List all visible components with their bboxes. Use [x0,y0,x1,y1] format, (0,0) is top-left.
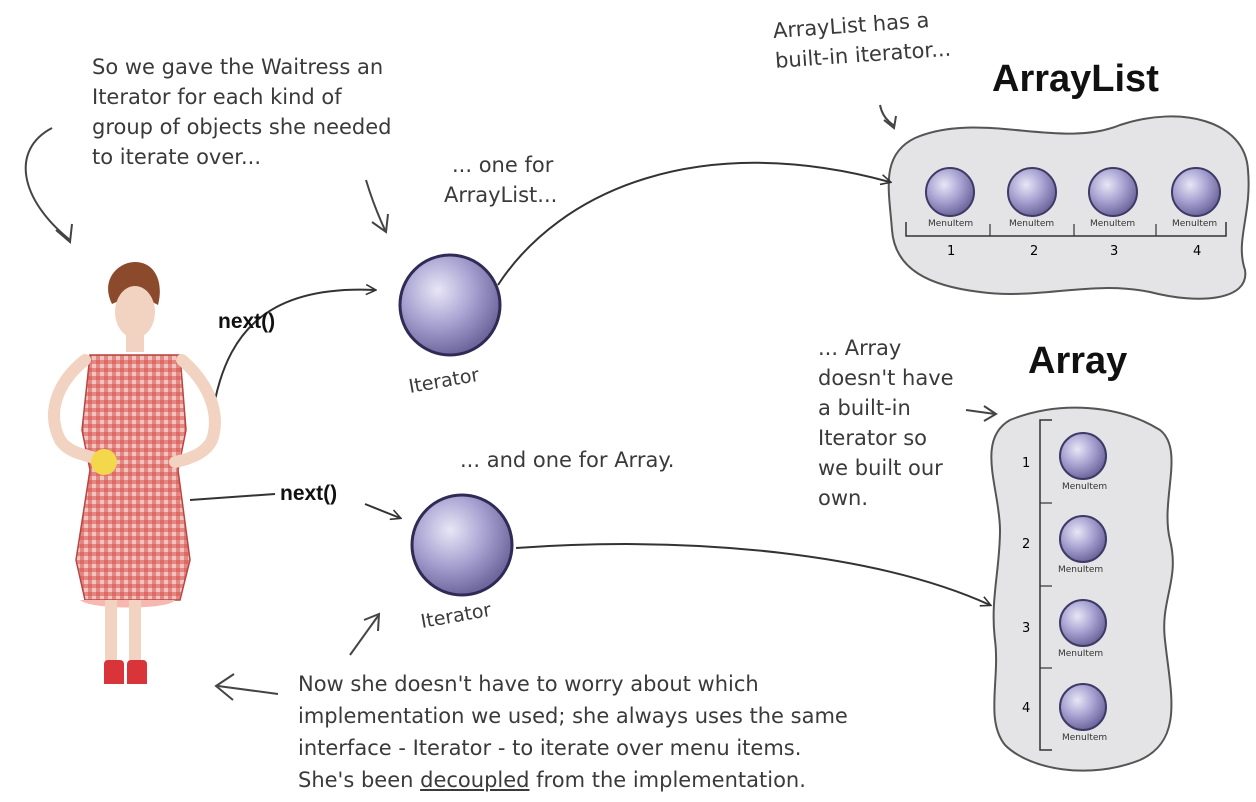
arraylist-menuitem-sphere-1 [926,168,974,216]
array-title: Array [1028,340,1127,383]
arraylist-index-3: 3 [1110,244,1118,259]
arraylist-menuitem-label-2: MenuItem [1009,219,1054,229]
array-index-4: 4 [1022,701,1030,716]
array-no-iterator-line-2: doesn't have [818,363,954,393]
bottom-note-line-4-start: She's been [298,768,420,792]
waitress-note-line-1: So we gave the Waitress an [92,52,392,82]
array-no-iterator-note: ... Array doesn't have a built-in Iterat… [818,333,954,513]
arraylist-menuitem-label-1: MenuItem [928,219,973,229]
one-for-arraylist-note: ... one for ArrayList... [444,150,557,210]
arraylist-menuitem-sphere-4 [1172,168,1220,216]
bottom-note-line-1: Now she doesn't have to worry about whic… [298,668,848,700]
array-menuitem-label-4: MenuItem [1062,733,1107,743]
array-menuitem-label-1: MenuItem [1062,482,1107,492]
waitress-note-line-2: Iterator for each kind of [92,82,392,112]
iterator-sphere-top [400,255,500,355]
next-label-top: next() [218,310,275,334]
waitress-figure [54,262,215,692]
arraylist-index-4: 4 [1193,244,1201,259]
arraylist-menuitem-sphere-2 [1008,168,1056,216]
iterator-to-array-arrow [516,544,990,605]
iterator-sphere-bottom [412,495,512,595]
bottom-note-line-4-end: from the implementation. [529,768,805,792]
waitress-note-line-4: to iterate over... [92,142,392,172]
next-top-arrow [215,290,375,400]
one-for-arraylist-line-2: ArrayList... [444,180,557,210]
array-menuitem-sphere-3 [1060,600,1106,646]
arraylist-menuitem-label-4: MenuItem [1172,219,1217,229]
array-no-iterator-line-4: Iterator so [818,423,954,453]
next-bottom-line [190,494,275,500]
arraylist-index-2: 2 [1030,244,1038,259]
waitress-note: So we gave the Waitress an Iterator for … [92,52,392,172]
arraylist-menuitem-label-3: MenuItem [1090,219,1135,229]
array-no-iterator-line-1: ... Array [818,333,954,363]
array-menuitem-sphere-4 [1060,684,1106,730]
arraylist-menuitem-sphere-3 [1089,168,1137,216]
array-index-3: 3 [1022,621,1030,636]
next-bottom-arrow [365,504,400,518]
arraylist-title: ArrayList [992,58,1159,101]
one-for-arraylist-line-1: ... one for [444,150,557,180]
next-label-bottom: next() [280,482,337,506]
arraylist-builtin-note: ArrayList has a built-in iterator... [772,4,952,76]
array-no-iterator-line-6: own. [818,483,954,513]
array-no-iterator-line-3: a built-in [818,393,954,423]
one-for-arraylist-arrow [366,180,385,230]
bottom-note-line-4: She's been decoupled from the implementa… [298,764,848,796]
waitress-note-line-3: group of objects she needed [92,112,392,142]
decoupled-word: decoupled [420,768,529,792]
bottom-note: Now she doesn't have to worry about whic… [298,668,848,796]
waitress-note-arrow [26,128,70,240]
iterator-label-top: Iterator [407,364,481,398]
array-menuitem-label-2: MenuItem [1058,565,1103,575]
array-index-1: 1 [1022,456,1030,471]
bottom-note-left-arrow [218,686,278,694]
bottom-note-up-arrow [350,616,378,655]
array-menuitem-sphere-1 [1060,433,1106,479]
bottom-note-line-3: interface - Iterator - to iterate over m… [298,732,848,764]
array-no-iterator-line-5: we built our [818,453,954,483]
and-one-for-array-note: ... and one for Array. [460,445,674,475]
array-menuitem-label-3: MenuItem [1058,649,1103,659]
iterator-label-bottom: Iterator [419,599,493,633]
bottom-note-line-2: implementation we used; she always uses … [298,700,848,732]
array-menuitem-sphere-2 [1060,516,1106,562]
arraylist-index-1: 1 [947,244,955,259]
array-index-2: 2 [1022,537,1030,552]
